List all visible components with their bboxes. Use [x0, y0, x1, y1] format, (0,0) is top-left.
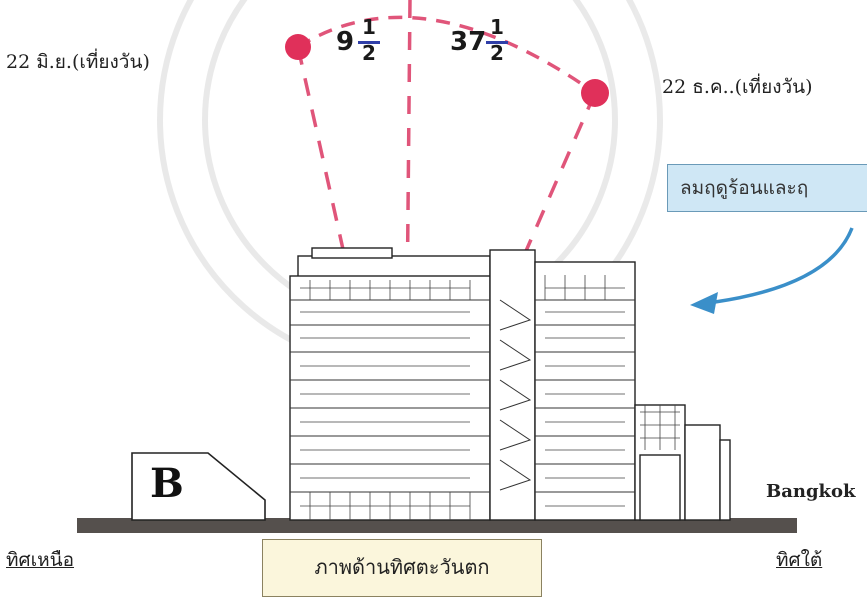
wind-callout-text: ลมฤดูร้อนและฤ [680, 177, 809, 199]
south-label: ทิศใต้ [776, 549, 823, 571]
wind-arrow [714, 227, 854, 304]
angle-denominator: 2 [490, 41, 504, 65]
north-label: ทิศเหนือ [6, 549, 75, 571]
sun-winter-icon [581, 79, 609, 107]
building-floors [290, 299, 635, 493]
main-building [289, 247, 731, 521]
summer-solstice-label: 22 มิ.ย.(เที่ยงวัน) [6, 51, 150, 73]
angle-numerator: 1 [490, 15, 504, 39]
angle-denominator: 2 [362, 41, 376, 65]
sun-summer-icon [285, 34, 311, 60]
angle-label-winter: 37 1 2 [450, 15, 520, 70]
winter-solstice-label: 22 ธ.ค..(เที่ยงวัน) [662, 76, 813, 98]
ground-line [77, 518, 797, 533]
angle-numerator: 1 [362, 15, 376, 39]
angle-whole: 37 [450, 27, 487, 57]
angle-label-summer: 9 1 2 [336, 15, 396, 70]
caption-box: ภาพด้านทิศตะวันตก [262, 539, 542, 597]
building-b-label: B [150, 460, 184, 507]
wind-callout: ลมฤดูร้อนและฤ [667, 164, 867, 212]
city-label: Bangkok [766, 481, 856, 502]
caption-text: ภาพด้านทิศตะวันตก [314, 555, 490, 579]
angle-whole: 9 [336, 27, 355, 57]
fraction-bar [486, 41, 508, 44]
building-windows [300, 275, 680, 520]
fraction-bar [358, 41, 380, 44]
building-b [131, 452, 266, 521]
wind-arrow-head-icon [690, 292, 718, 314]
sun-path-arc [297, 15, 597, 95]
